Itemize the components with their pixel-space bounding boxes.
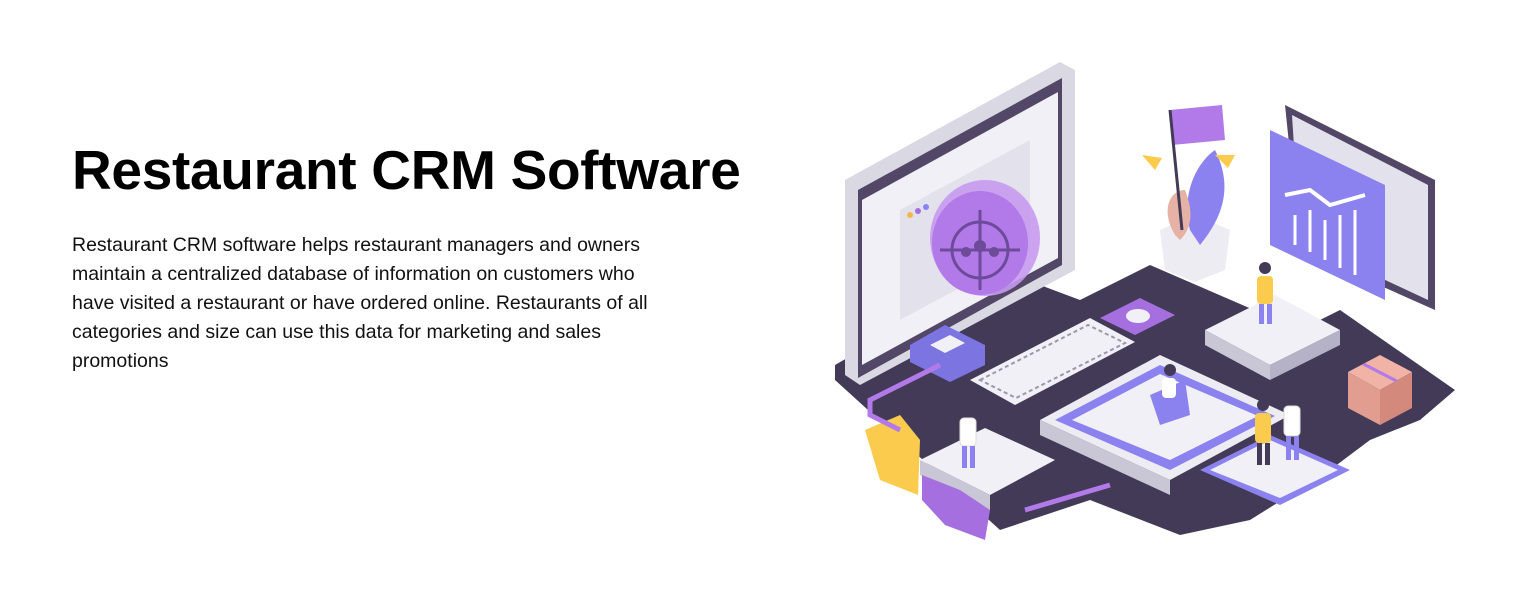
- person-icon: [1150, 364, 1190, 425]
- person-icon: [1283, 392, 1301, 460]
- target-users-icon: [930, 180, 1040, 296]
- description-line: have visited a restaurant or have ordere…: [72, 292, 648, 314]
- description: Restaurant CRM software helps restaurant…: [72, 231, 648, 376]
- page-title: Restaurant CRM Software: [72, 139, 741, 201]
- package-icon: [1348, 355, 1412, 425]
- description-line: categories and size can use this data fo…: [72, 321, 601, 343]
- puzzle-icon: [865, 415, 920, 495]
- chart-screen-icon: [1270, 105, 1435, 310]
- person-icon: [1257, 262, 1273, 324]
- description-line: maintain a centralized database of infor…: [72, 263, 635, 285]
- keyboard-icon: [970, 318, 1135, 405]
- plant-icon: [1142, 105, 1235, 282]
- person-icon: [959, 404, 977, 468]
- crm-illustration-icon: [835, 62, 1455, 540]
- person-icon: [1255, 399, 1271, 465]
- puzzle-icon: [922, 475, 990, 540]
- description-line: Restaurant CRM software helps restaurant…: [72, 234, 640, 256]
- description-line: promotions: [72, 350, 169, 372]
